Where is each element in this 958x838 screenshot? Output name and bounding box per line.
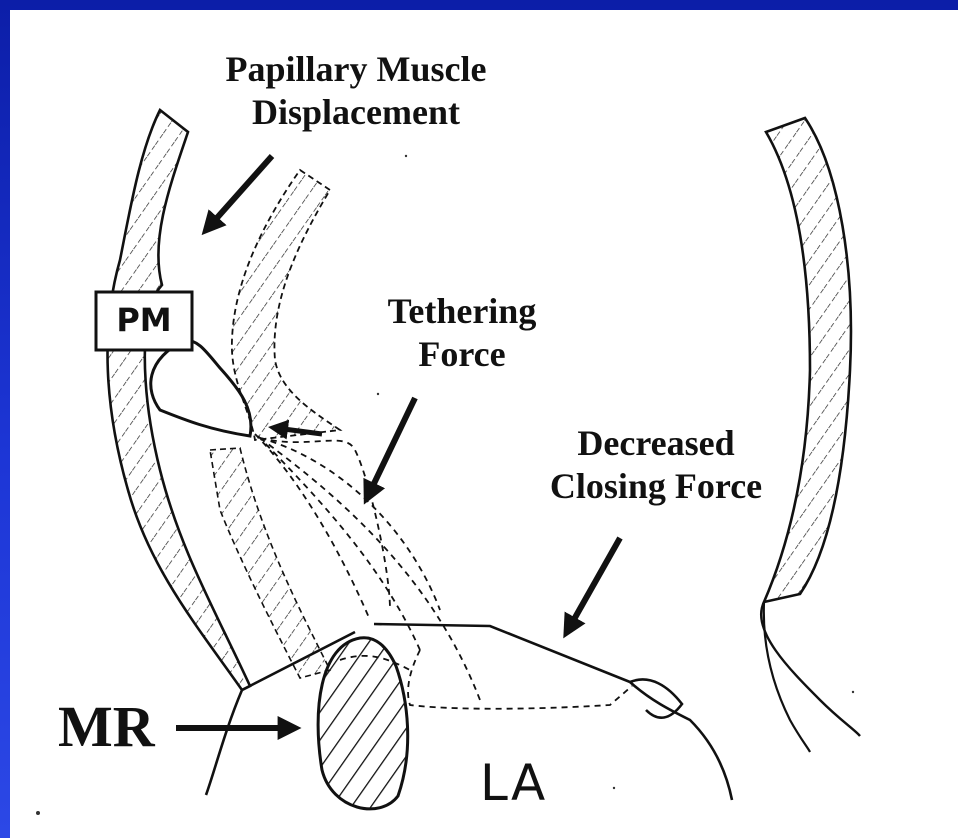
tethering-arrow [368, 398, 415, 496]
decreased-label-line1: Decreased [516, 422, 796, 465]
papillary-label-line1: Papillary Muscle [186, 48, 526, 91]
right-atrial-outline [761, 602, 860, 736]
displaced-muscle-band [232, 170, 340, 440]
mitral-leaflets [206, 624, 732, 800]
right-atrial-outline-inner [764, 602, 810, 752]
tethering-label-line1: Tethering [362, 290, 562, 333]
mr-label: MR [58, 698, 178, 756]
papillary-arrow [208, 156, 272, 228]
tethering-label-line2: Force [362, 333, 562, 376]
decreased-closing-force-label: Decreased Closing Force [516, 422, 796, 508]
tethering-force-label: Tethering Force [362, 290, 562, 376]
diagram-panel: Papillary Muscle Displacement Tethering … [10, 10, 958, 838]
la-label: LA [480, 758, 547, 808]
pm-label: PM [96, 304, 192, 336]
papillary-displacement-label: Papillary Muscle Displacement [186, 48, 526, 134]
right-ventricle-wall [764, 118, 851, 602]
decreased-arrow [568, 538, 620, 630]
mr-jet [318, 638, 408, 809]
decreased-label-line2: Closing Force [516, 465, 796, 508]
papillary-label-line2: Displacement [186, 91, 526, 134]
